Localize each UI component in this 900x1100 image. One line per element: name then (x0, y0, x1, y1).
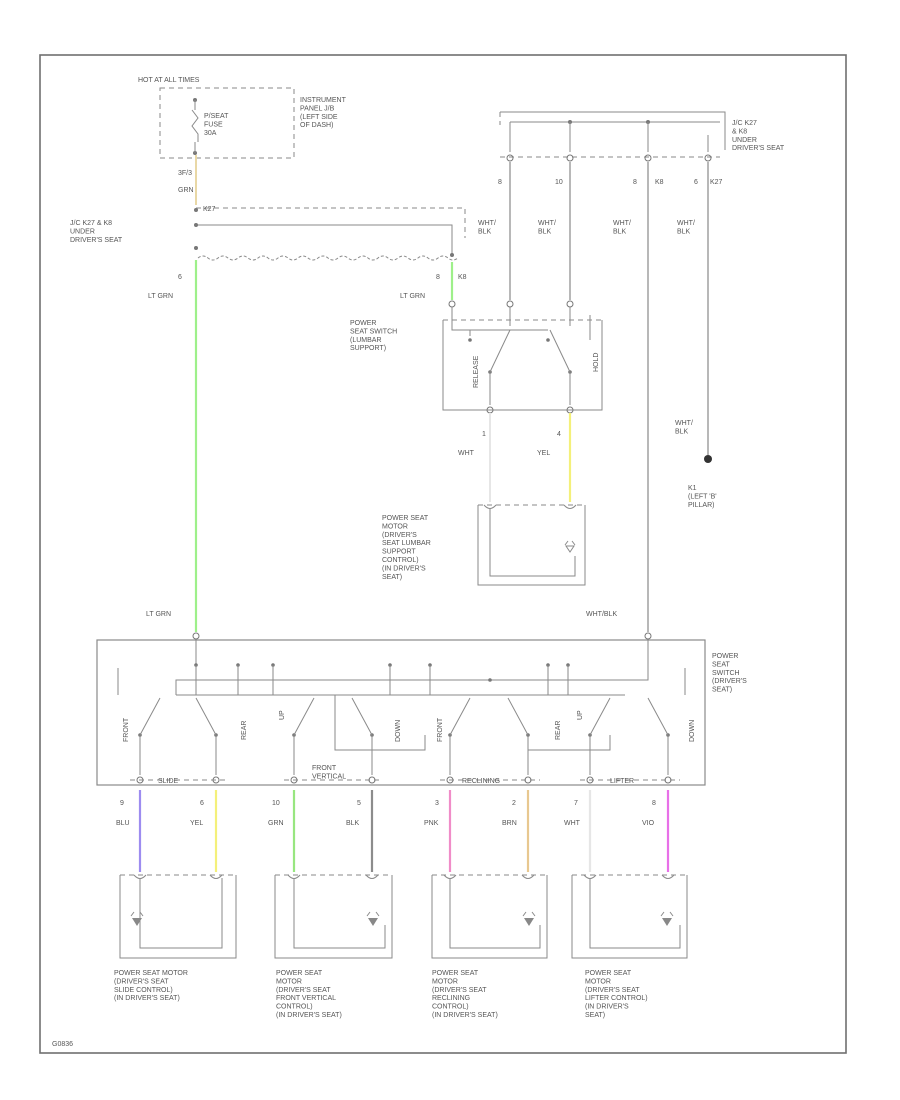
pos-label-2: REAR (241, 721, 248, 740)
out-wire-2: YEL (190, 820, 203, 827)
right-jc-pin-4: 6 (694, 179, 698, 186)
left-jc-right-wire: LT GRN (400, 293, 425, 300)
diagram-code: G0836 (52, 1041, 73, 1048)
out-pin-7: 7 (574, 800, 578, 807)
ground-point (704, 455, 712, 463)
out-wire-1: BLU (116, 820, 130, 827)
lumbar-out-wire-1: WHT (458, 450, 475, 457)
out-pin-4: 5 (357, 800, 361, 807)
ground-wire-label: WHT/BLK (675, 420, 693, 435)
lumbar-out-wire-2: YEL (537, 450, 550, 457)
out-wire-6: BRN (502, 820, 517, 827)
out-wire-3: GRN (268, 820, 284, 827)
out-pin-3: 10 (272, 800, 280, 807)
pos-label-6: REAR (555, 721, 562, 740)
motor-lifter (571, 874, 688, 959)
right-jc-code-3: K8 (655, 179, 664, 186)
ground-label: K1(LEFT 'B'PILLAR) (688, 485, 717, 509)
section-slide: SLIDE (158, 778, 179, 785)
left-jc-pin: K27 (203, 206, 216, 213)
hot-label: HOT AT ALL TIMES (138, 77, 200, 84)
pos-label-4: DOWN (395, 720, 402, 742)
out-wire-4: BLK (346, 820, 360, 827)
fuse-wire-top: GRN (178, 187, 194, 194)
lumbar-pos-right: HOLD (593, 353, 600, 372)
fuse-pin-top: 3F/3 (178, 170, 192, 177)
output-wires: 9 6 10 5 3 2 7 8 BLU YEL GRN BLK PNK BRN… (116, 790, 670, 872)
section-reclining: RECLINING (462, 778, 500, 785)
right-jc-wire-2: WHT/BLK (538, 220, 556, 235)
main-switch-in-right: WHT/BLK (586, 611, 617, 618)
right-jc-pin-2: 10 (555, 179, 563, 186)
right-jc-wire-1: WHT/BLK (478, 220, 496, 235)
right-jc-code-4: K27 (710, 179, 723, 186)
motor-front-vertical (274, 874, 393, 959)
pos-label-5: FRONT (437, 717, 444, 742)
out-wire-7: WHT (564, 820, 581, 827)
left-jc-right-pin: 8 (436, 274, 440, 281)
motor-reclining (431, 874, 548, 959)
motor-slide (119, 874, 237, 959)
out-pin-5: 3 (435, 800, 439, 807)
lumbar-out-pin-2: 4 (557, 431, 561, 438)
lumbar-out-pin-1: 1 (482, 431, 486, 438)
main-switch-in-left: LT GRN (146, 611, 171, 618)
diagram-border (39, 54, 847, 1054)
left-jc-left-wire: LT GRN (148, 293, 173, 300)
pos-label-1: FRONT (123, 717, 130, 742)
right-jc-wire-3: WHT/BLK (613, 220, 631, 235)
right-jc-pin-1: 8 (498, 179, 502, 186)
left-jc-left-pin: 6 (178, 274, 182, 281)
lumbar-pos-left: RELEASE (473, 355, 480, 388)
out-pin-8: 8 (652, 800, 656, 807)
out-wire-8: VIO (642, 820, 655, 827)
out-pin-6: 2 (512, 800, 516, 807)
pos-label-8: DOWN (689, 720, 696, 742)
section-lifter: LIFTER (610, 778, 634, 785)
out-pin-2: 6 (200, 800, 204, 807)
pos-label-7: UP (577, 710, 584, 720)
left-jc-right-pin2: K8 (458, 274, 467, 281)
right-jc-wire-4: WHT/BLK (677, 220, 695, 235)
out-pin-1: 9 (120, 800, 124, 807)
pos-label-3: UP (279, 710, 286, 720)
out-wire-5: PNK (424, 820, 439, 827)
right-jc-pin-3: 8 (633, 179, 637, 186)
